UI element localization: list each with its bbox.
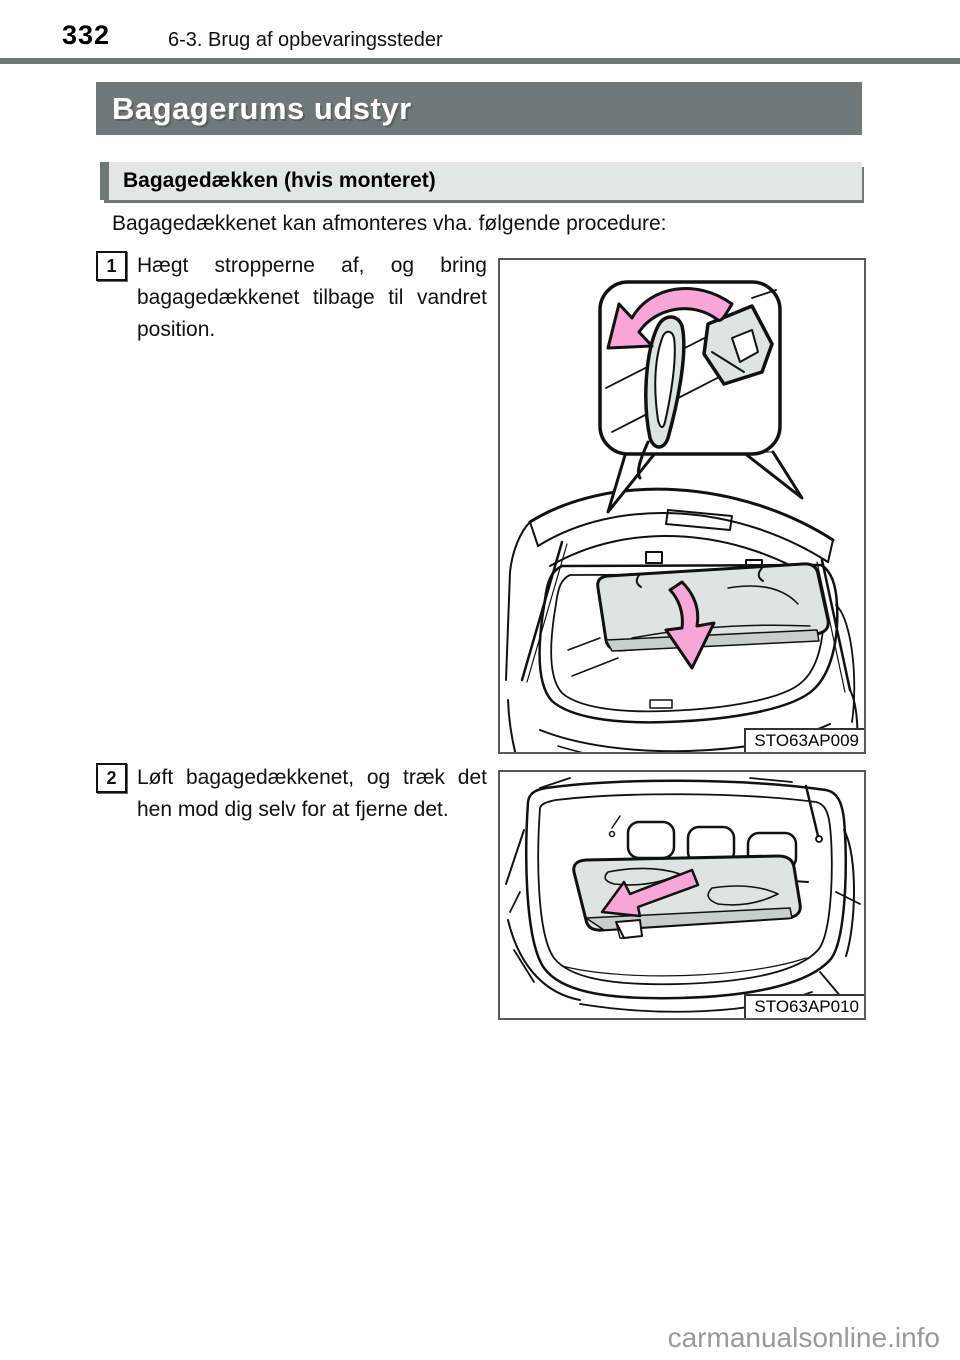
figure-tailgate-strap: STO63AP009 xyxy=(498,258,866,754)
tailgate-strap-unhook-illustration xyxy=(505,280,859,752)
running-header: 6-3. Brug af opbevaringssteder xyxy=(168,29,443,51)
section-heading: Bagagedækken (hvis monteret) xyxy=(100,162,862,200)
step-2: 2 Løft bagagedækkenet, og træk det hen m… xyxy=(96,762,488,826)
intro-paragraph: Bagagedækkenet kan afmonteres vha. følge… xyxy=(112,212,667,235)
page-number: 332 xyxy=(62,20,111,50)
chapter-banner-title: Bagagerums udstyr xyxy=(112,90,412,126)
figure-1-caption: STO63AP009 xyxy=(744,728,864,752)
step-2-text: Løft bagagedækkenet, og træk det hen mod… xyxy=(137,766,487,821)
step-1: 1 Hægt stropperne af, og bring bagagedæk… xyxy=(96,250,488,346)
figure-luggage-cover: STO63AP010 xyxy=(498,770,866,1020)
figure-2-caption: STO63AP010 xyxy=(744,994,864,1018)
watermark: carmanualsonline.info xyxy=(667,1322,940,1353)
header-rule xyxy=(0,58,960,64)
step-1-number-box: 1 xyxy=(96,251,127,281)
step-1-text: Hægt stropperne af, og bring bagagedække… xyxy=(137,254,487,341)
luggage-cover-remove-illustration xyxy=(505,777,861,1013)
chapter-banner: Bagagerums udstyr xyxy=(96,82,862,135)
section-heading-text: Bagagedækken (hvis monteret) xyxy=(123,169,436,192)
step-2-number-box: 2 xyxy=(96,763,127,793)
